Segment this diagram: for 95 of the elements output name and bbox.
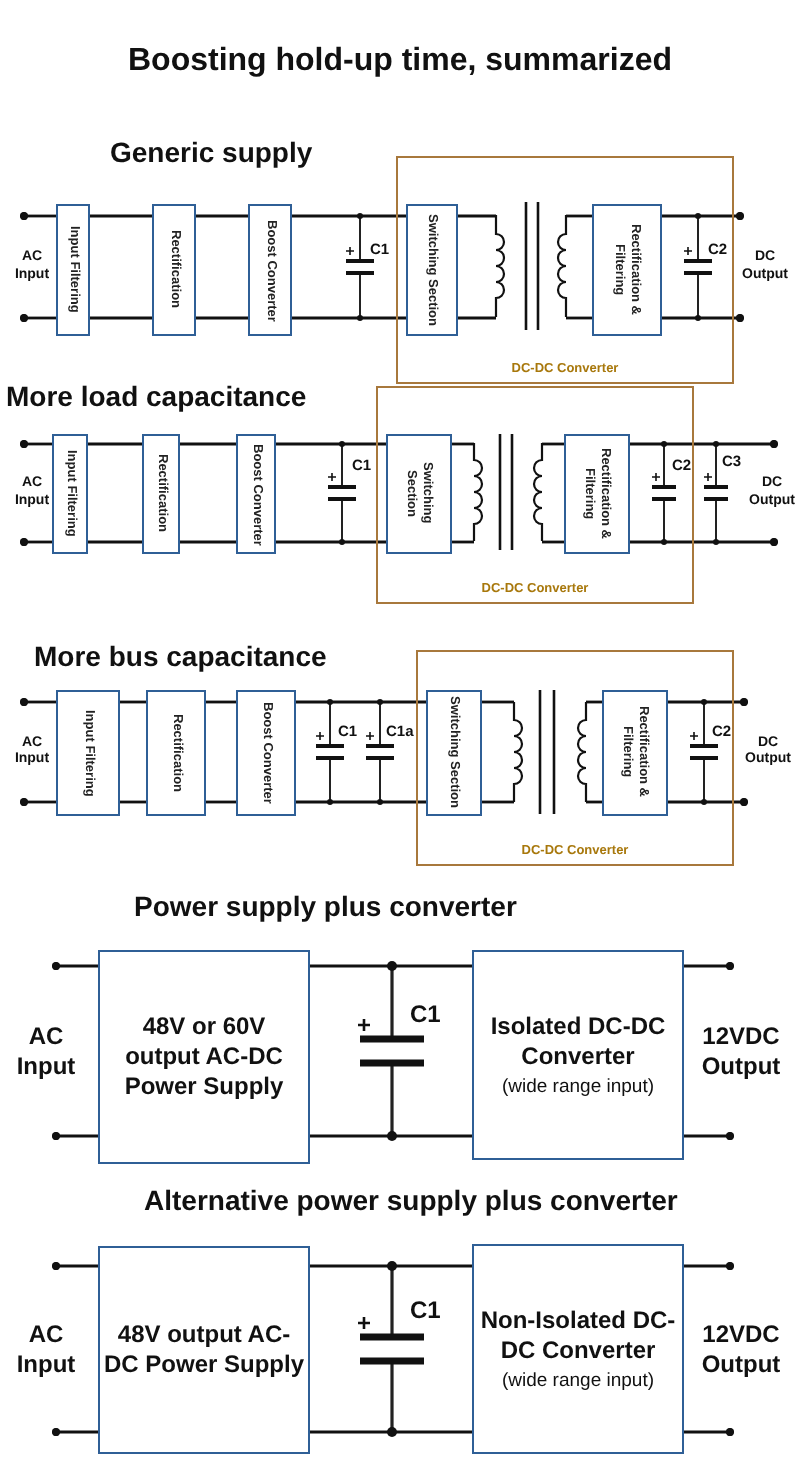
wire <box>276 540 386 544</box>
wire <box>206 700 236 704</box>
wire <box>662 211 745 221</box>
terminal-label: 12VDC Output <box>699 1022 783 1080</box>
transformer-drawing <box>473 432 541 552</box>
wire <box>120 700 146 704</box>
transformer-drawing <box>495 200 565 332</box>
wire <box>310 1430 472 1434</box>
wire <box>668 797 749 807</box>
terminal-label: 12VDC Output <box>699 1320 783 1378</box>
block-text: Isolated DC-DC Converter <box>488 1011 668 1072</box>
wire <box>458 214 496 218</box>
capacitor-label: C1 <box>410 1000 441 1028</box>
wire <box>482 700 514 704</box>
wire <box>310 1134 472 1138</box>
function-block <box>405 203 457 335</box>
wire <box>51 1261 98 1271</box>
wire <box>630 537 779 547</box>
function-block <box>98 950 310 1164</box>
wire <box>292 316 406 320</box>
section-heading: More bus capacitance <box>34 640 327 672</box>
wire <box>566 214 592 218</box>
wire <box>51 961 98 971</box>
wire <box>292 214 406 218</box>
wire <box>296 700 426 704</box>
diagram-title: Boosting hold-up time, summarized <box>125 44 674 80</box>
block-text: Non-Isolated DC-DC Converter <box>478 1305 678 1366</box>
converter-boundary <box>396 156 734 384</box>
section-heading: Power supply plus converter <box>134 890 517 922</box>
wire <box>19 211 56 221</box>
function-block <box>236 690 296 816</box>
transformer-drawing <box>513 687 585 815</box>
wire <box>452 540 474 544</box>
function-block <box>52 434 88 554</box>
wire <box>668 697 749 707</box>
block-text: 48V output AC-DC Power Supply <box>104 1320 304 1380</box>
terminal-label: AC Input <box>14 1022 78 1080</box>
wire <box>452 442 474 446</box>
wire <box>88 442 142 446</box>
wire <box>542 540 564 544</box>
function-block <box>591 203 661 335</box>
wire <box>19 313 56 323</box>
wire <box>684 961 735 971</box>
function-block <box>98 1246 310 1454</box>
capacitor-label: C1 <box>410 1296 441 1324</box>
wire <box>684 1131 735 1141</box>
wire <box>90 214 152 218</box>
wire <box>90 316 152 320</box>
wire <box>296 800 426 804</box>
wire <box>19 697 56 707</box>
function-block <box>142 434 180 554</box>
wire <box>180 540 236 544</box>
function-block <box>563 433 629 553</box>
function-block <box>425 689 481 815</box>
wire <box>684 1261 735 1271</box>
wire <box>482 800 514 804</box>
wire <box>630 439 779 449</box>
function-block <box>146 690 206 816</box>
converter-boundary <box>416 650 734 866</box>
wire <box>206 800 236 804</box>
wire <box>542 442 564 446</box>
function-block <box>152 204 196 336</box>
wire <box>310 1264 472 1268</box>
wire <box>662 313 745 323</box>
wire <box>19 797 56 807</box>
block-text: (wide range input) <box>501 1075 655 1099</box>
wire <box>566 316 592 320</box>
block-text: (wide range input) <box>501 1369 655 1393</box>
block-text: 48V or 60V output AC-DC Power Supply <box>122 1012 286 1102</box>
wire <box>51 1427 98 1437</box>
wire <box>120 800 146 804</box>
function-block <box>472 1244 684 1454</box>
function-block <box>56 690 120 816</box>
function-block <box>236 434 276 554</box>
function-block <box>472 950 684 1160</box>
wire <box>310 964 472 968</box>
wire <box>458 316 496 320</box>
section-heading: Generic supply <box>110 136 313 168</box>
function-block <box>601 689 667 815</box>
function-block <box>385 433 451 553</box>
section-heading: Alternative power supply plus converter <box>144 1184 678 1216</box>
wire <box>180 442 236 446</box>
wire <box>276 442 386 446</box>
terminal-label: AC Input <box>14 1320 78 1378</box>
wire <box>684 1427 735 1437</box>
wire <box>19 439 52 449</box>
wire <box>51 1131 98 1141</box>
section-heading: More load capacitance <box>6 380 307 412</box>
wire <box>88 540 142 544</box>
wire <box>196 316 248 320</box>
wire <box>19 537 52 547</box>
converter-boundary <box>376 386 694 604</box>
function-block <box>248 204 292 336</box>
function-block <box>56 204 90 336</box>
wire <box>196 214 248 218</box>
